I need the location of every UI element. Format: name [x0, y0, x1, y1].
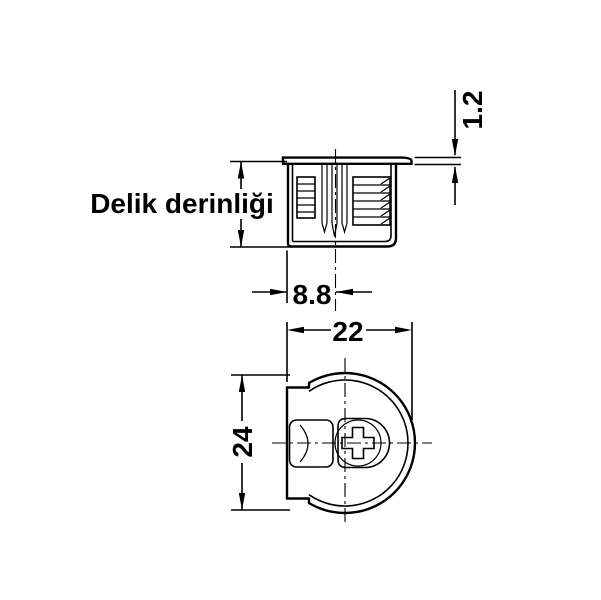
dim-value-width: 22 — [332, 316, 363, 347]
outer-circle — [308, 371, 417, 515]
dim-value-height: 24 — [227, 426, 258, 458]
hole-depth-label: Delik derinliği — [90, 188, 274, 219]
body-outline — [286, 162, 398, 248]
plan-view — [272, 358, 432, 526]
right-rib-block — [352, 176, 391, 226]
arrowhead-up-icon — [451, 166, 459, 183]
arrowhead-left-icon — [287, 326, 304, 334]
dim-value-edge-to-center: 8.8 — [293, 279, 332, 310]
bottom-lip — [285, 497, 311, 505]
arrowhead-right-icon — [270, 288, 287, 296]
arrowhead-left-icon — [336, 288, 353, 296]
left-rib-block — [296, 176, 316, 219]
cross-slot — [341, 426, 375, 460]
dimension-edge-to-center: 8.8 — [252, 250, 372, 310]
arrowhead-up-icon — [238, 375, 246, 392]
body-inner-wall — [291, 164, 392, 243]
dimension-hole-depth: Delik derinliği — [90, 160, 292, 248]
top-lip — [285, 381, 311, 389]
dimension-width: 22 — [286, 316, 413, 420]
dimension-flange-thickness: 1.2 — [414, 90, 488, 205]
dimension-height: 24 — [227, 374, 290, 511]
dim-value-flange-thickness: 1.2 — [457, 91, 488, 130]
flange-outline — [281, 156, 413, 165]
side-view — [281, 149, 413, 311]
arrowhead-down-icon — [237, 230, 245, 247]
arrowhead-right-icon — [395, 326, 412, 334]
spreading-pins — [321, 165, 348, 237]
arrowhead-up-icon — [237, 161, 245, 179]
arrowhead-down-icon — [451, 139, 459, 156]
cam-boss — [337, 417, 391, 469]
arrowhead-down-icon — [238, 493, 246, 510]
